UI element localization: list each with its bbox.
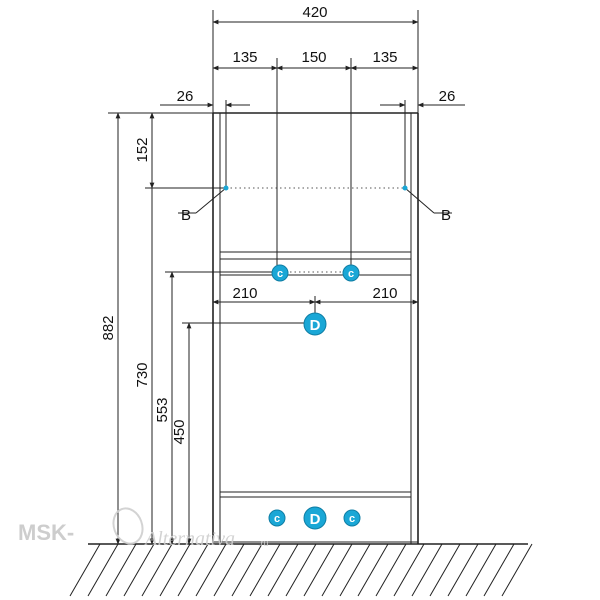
b-hole-right-dot — [402, 185, 408, 191]
dimension-mid-segments: 210 210 — [212, 285, 419, 323]
hatch-line — [357, 543, 389, 597]
dim-882-text: 882 — [100, 315, 117, 340]
cabinet-outline — [212, 112, 419, 544]
dim-210-left-text: 210 — [232, 285, 257, 302]
hatch-line — [195, 543, 227, 597]
dim-135-right-text: 135 — [372, 49, 397, 66]
svg-text:c: c — [348, 268, 354, 280]
hatch-line — [69, 543, 101, 597]
b-hole-left-dot — [223, 185, 229, 191]
hatch-line — [105, 543, 137, 597]
hatch-line — [411, 543, 443, 597]
c-marker-right: c — [342, 264, 360, 282]
hatch-line — [285, 543, 317, 597]
hatch-line — [249, 543, 281, 597]
dim-26-left-text: 26 — [177, 88, 194, 105]
hatch-line — [321, 543, 353, 597]
b-right-text: B — [441, 207, 451, 224]
dim-450-text: 450 — [171, 419, 188, 444]
svg-text:c: c — [349, 513, 355, 525]
dimension-top-height: 152 — [134, 112, 226, 189]
hatch-line — [123, 543, 155, 597]
dimension-450: 450 — [171, 322, 315, 545]
c-marker-bottom-left: c — [268, 509, 286, 527]
hatch-line — [87, 543, 119, 597]
dim-135-left-text: 135 — [232, 49, 257, 66]
hatch-line — [177, 543, 209, 597]
hatch-line — [465, 543, 497, 597]
watermark-logo-swirl — [112, 507, 144, 545]
hatch-line — [141, 543, 173, 597]
hatch-line — [231, 543, 263, 597]
hatch-line — [393, 543, 425, 597]
dimension-overall-width: 420 — [212, 4, 419, 113]
hatch-line — [501, 543, 533, 597]
d-marker-bottom: D — [303, 506, 327, 530]
hatch-line — [303, 543, 335, 597]
floor-hatching — [69, 543, 533, 597]
watermark-brand: MSK- — [18, 520, 74, 545]
dimension-553: 553 — [154, 271, 277, 545]
hatch-line — [483, 543, 515, 597]
dim-210-right-text: 210 — [372, 285, 397, 302]
c-marker-left: c — [271, 264, 289, 282]
dim-152-text: 152 — [134, 137, 151, 162]
hatch-line — [339, 543, 371, 597]
hatch-line — [447, 543, 479, 597]
watermark: MSK- Alternativa .ru — [18, 507, 269, 550]
hatch-line — [375, 543, 407, 597]
b-label-right: B — [404, 187, 452, 224]
hatch-line — [159, 543, 191, 597]
watermark-script: Alternativa — [143, 528, 235, 550]
dim-150-text: 150 — [301, 49, 326, 66]
c-marker-bottom-right: c — [343, 509, 361, 527]
dimension-side-offsets: 26 26 — [160, 88, 465, 113]
svg-text:c: c — [277, 268, 283, 280]
watermark-suffix: .ru — [258, 538, 269, 548]
dim-420-text: 420 — [302, 4, 327, 21]
d-marker-upper: D — [303, 312, 327, 336]
dim-730-text: 730 — [134, 362, 151, 387]
dim-553-text: 553 — [154, 397, 171, 422]
svg-text:D: D — [310, 511, 321, 528]
svg-text:D: D — [310, 317, 321, 334]
svg-text:c: c — [274, 513, 280, 525]
dimension-top-segments: 135 150 135 — [212, 49, 419, 272]
dimension-882: 882 — [100, 112, 213, 545]
hatch-line — [213, 543, 245, 597]
b-left-text: B — [181, 207, 191, 224]
hatch-line — [267, 543, 299, 597]
b-label-left: B — [178, 187, 227, 224]
hatch-line — [429, 543, 461, 597]
dim-26-right-text: 26 — [439, 88, 456, 105]
dimension-730: 730 — [134, 188, 155, 545]
